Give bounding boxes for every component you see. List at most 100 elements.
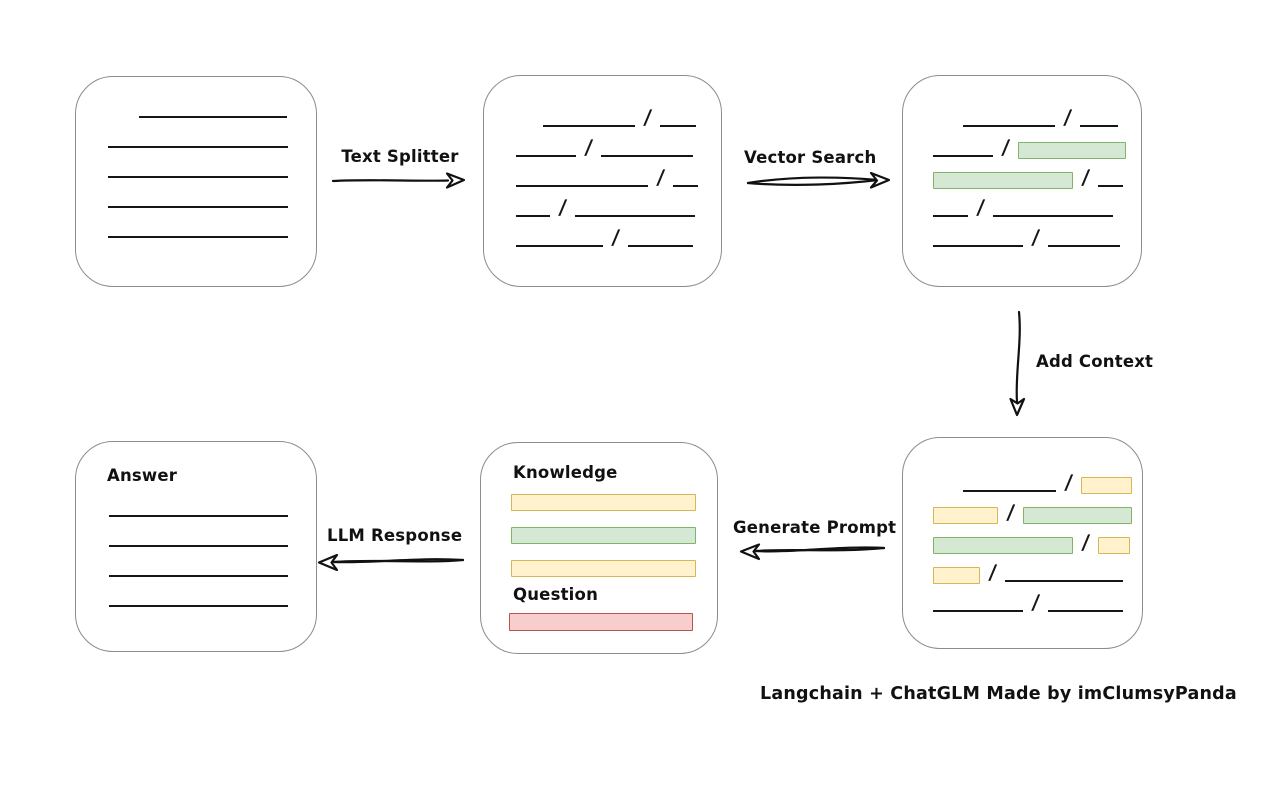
slash-separator: /: [583, 135, 594, 159]
chunk-row: /: [931, 99, 1128, 129]
chunk-row: /: [514, 219, 700, 249]
slash-separator: /: [655, 165, 666, 189]
diagram-caption: Langchain + ChatGLM Made by imClumsyPand…: [760, 684, 1237, 704]
chunk-row: /: [514, 129, 700, 159]
chunk-row: [107, 489, 290, 519]
chunk-row: [106, 180, 290, 210]
text-line: [516, 155, 576, 157]
green-chunk-bar: [933, 537, 1073, 554]
llm-response-label: LLM Response: [327, 526, 463, 545]
slash-separator: /: [1063, 470, 1074, 494]
chunk-row: /: [931, 584, 1134, 614]
text-line: [139, 116, 287, 118]
text-line: [516, 185, 648, 187]
text-line: [933, 215, 968, 217]
generate-prompt-arrow: [739, 543, 886, 561]
chunk-row: /: [931, 159, 1128, 189]
slash-separator: /: [642, 105, 653, 129]
yellow-chunk-bar: [933, 567, 980, 584]
slash-separator: /: [1005, 500, 1016, 524]
context-result-box: / / / / /: [902, 437, 1143, 649]
llm-response-arrow: [317, 553, 465, 572]
text-line: [933, 155, 993, 157]
green-chunk-bar: [1018, 142, 1127, 159]
text-line: [543, 125, 635, 127]
slash-separator: /: [1030, 590, 1041, 614]
text-line: [108, 236, 288, 238]
slash-separator: /: [557, 195, 568, 219]
slash-separator: /: [1080, 165, 1091, 189]
chunk-lines: / / / / /: [514, 99, 700, 249]
text-line: [516, 215, 550, 217]
generate-prompt-label: Generate Prompt: [733, 518, 897, 537]
text-line: [933, 610, 1023, 612]
context-result-lines: / / / / /: [931, 464, 1134, 614]
question-bars: [509, 613, 693, 631]
question-label: Question: [513, 585, 599, 604]
chunk-row: [107, 579, 290, 609]
source-document-box: [75, 76, 317, 287]
slash-separator: /: [1030, 225, 1041, 249]
text-line: [628, 245, 694, 247]
chunk-row: [107, 549, 290, 579]
text-line: [963, 490, 1056, 492]
chunk-row: /: [931, 494, 1134, 524]
text-line: [575, 215, 696, 217]
knowledge-label: Knowledge: [513, 463, 618, 482]
vector-search-label: Vector Search: [744, 148, 877, 167]
text-line: [109, 515, 288, 517]
slash-separator: /: [1000, 135, 1011, 159]
green-chunk-bar: [1023, 507, 1133, 524]
chunk-row: /: [514, 159, 700, 189]
slash-separator: /: [1080, 530, 1091, 554]
add-context-arrow: [1009, 310, 1026, 417]
text-line: [1080, 125, 1119, 127]
chunk-row: [106, 150, 290, 180]
text-line: [601, 155, 694, 157]
text-line: [516, 245, 603, 247]
chunk-row: /: [931, 524, 1134, 554]
text-line: [1048, 610, 1124, 612]
text-line: [1098, 185, 1124, 187]
text-line: [660, 125, 697, 127]
vector-search-arrow: [746, 171, 891, 189]
text-line: [108, 206, 288, 208]
text-line: [109, 545, 288, 547]
text-line: [109, 605, 288, 607]
chunk-row: [106, 120, 290, 150]
yellow-chunk-bar: [1098, 537, 1131, 554]
text-line: [993, 215, 1114, 217]
document-lines: [106, 90, 290, 240]
yellow-chunk-bar: [933, 507, 998, 524]
text-splitter-label: Text Splitter: [341, 147, 459, 166]
green-chunk-bar: [933, 172, 1073, 189]
text-line: [673, 185, 699, 187]
text-line: [108, 176, 288, 178]
slash-separator: /: [610, 225, 621, 249]
vector-search-result-box: / / / / /: [902, 75, 1142, 287]
split-chunks-box: / / / / /: [483, 75, 722, 287]
green-prompt-bar: [511, 527, 696, 544]
chunk-row: [107, 519, 290, 549]
add-context-label: Add Context: [1036, 352, 1154, 371]
chunk-row: [106, 210, 290, 240]
slash-separator: /: [1062, 105, 1073, 129]
text-line: [1048, 245, 1121, 247]
answer-box: Answer: [75, 441, 317, 652]
chunk-row: [106, 90, 290, 120]
answer-lines: [107, 489, 290, 609]
text-line: [109, 575, 288, 577]
chunk-row: /: [931, 129, 1128, 159]
red-prompt-bar: [509, 613, 693, 631]
prompt-box: Knowledge Question: [480, 442, 718, 654]
chunk-row: /: [514, 99, 700, 129]
chunk-row: /: [931, 219, 1128, 249]
slash-separator: /: [987, 560, 998, 584]
chunk-row: /: [931, 464, 1134, 494]
yellow-prompt-bar: [511, 494, 696, 511]
chunk-row: /: [931, 189, 1128, 219]
answer-label: Answer: [107, 466, 178, 485]
text-line: [1005, 580, 1124, 582]
slash-separator: /: [975, 195, 986, 219]
